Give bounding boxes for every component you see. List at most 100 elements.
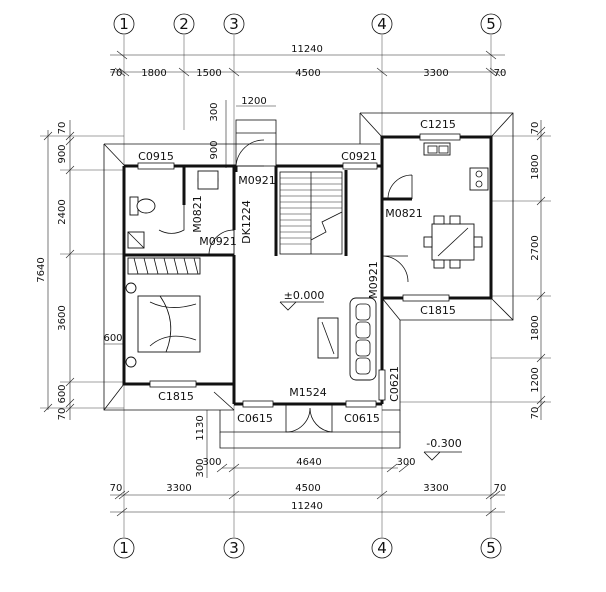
- dim-bottom-seg-3: 4500: [295, 483, 320, 494]
- level-markers: [279, 301, 462, 461]
- window-c0621: [378, 369, 386, 401]
- stove-icon: [469, 167, 489, 191]
- top-dimensions: 11240 70 1800 1500 4500 3300 70 1200 300…: [110, 44, 507, 168]
- axis-label-1: 1: [119, 15, 129, 33]
- axis-bubbles-top: 1 2 3 4 5: [113, 13, 502, 35]
- label-m0921-top: M0921: [238, 174, 276, 187]
- dim-right-seg-5: 1200: [530, 367, 541, 392]
- axis-bubble-bottom-5: [480, 537, 502, 559]
- axis-bubble-1: [113, 13, 135, 35]
- door-m0921-bed: [208, 229, 235, 256]
- dim-bottom-seg-1: 70: [110, 483, 123, 494]
- window-c0615-left: [242, 400, 274, 408]
- stair-protrusion: [235, 119, 277, 167]
- dim-steps-inner: 4640: [296, 457, 321, 468]
- dim-bottom-seg-5: 70: [494, 483, 507, 494]
- level-marker-main: [279, 301, 297, 311]
- front-step: [219, 432, 401, 449]
- living-furniture: [317, 297, 377, 381]
- dim-right-seg-1: 70: [530, 122, 541, 135]
- dim-left-seg-1: 70: [57, 122, 68, 135]
- label-m0821-bath: M0821: [191, 195, 204, 233]
- bottom-dim-ticks: [114, 490, 501, 517]
- sofa-icon: [349, 297, 377, 381]
- top-dim-ticks: [114, 50, 501, 77]
- eave-outlines: [103, 112, 514, 449]
- dim-bottom-seg-2: 3300: [166, 483, 191, 494]
- axis-bubble-bottom-4: [371, 537, 393, 559]
- dim-right-seg-2: 1800: [530, 154, 541, 179]
- axis-bubble-4: [371, 13, 393, 35]
- label-c1215: C1215: [420, 118, 456, 131]
- door-m1524: [285, 404, 333, 433]
- dim-steps-left: 300: [202, 457, 221, 468]
- axis-label-bottom-3: 3: [229, 539, 239, 557]
- left-dim-ticks: [43, 131, 75, 413]
- dim-top-seg-3: 1500: [196, 68, 221, 79]
- dim-left-total: 7640: [36, 257, 47, 282]
- dim-top-seg-2: 1800: [141, 68, 166, 79]
- axis-label-3: 3: [229, 15, 239, 33]
- label-c0621: C0621: [388, 366, 401, 402]
- dim-steps-right: 300: [396, 457, 415, 468]
- axis-bubble-5: [480, 13, 502, 35]
- doors: [158, 139, 413, 433]
- axis-label-bottom-1: 1: [119, 539, 129, 557]
- label-m0921-living: M0921: [367, 261, 380, 299]
- wardrobe-icon: [127, 257, 201, 275]
- plan-labels: C0915 C0921 C1215 M0921 M0821 M0921 DK12…: [138, 118, 462, 450]
- label-c1815-right: C1815: [420, 304, 456, 317]
- axis-bubble-bottom-3: [223, 537, 245, 559]
- door-m0921-top: [235, 139, 265, 167]
- axis-bubble-bottom-1: [113, 537, 135, 559]
- dim-protrude-depth: 300: [209, 102, 220, 121]
- dim-left-seg-3: 2400: [57, 199, 68, 224]
- label-c0615-right: C0615: [344, 412, 380, 425]
- dim-left-seg-5: 600: [57, 384, 68, 403]
- label-c0915: C0915: [138, 150, 174, 163]
- dim-sill-600: 600: [103, 333, 122, 344]
- dim-top-seg-1: 70: [110, 68, 123, 79]
- kitchen-dining-furniture: [423, 142, 489, 269]
- axis-label-2: 2: [179, 15, 189, 33]
- dim-top-seg-6: 70: [494, 68, 507, 79]
- dim-right-seg-4: 1800: [530, 315, 541, 340]
- axis-bubble-2: [173, 13, 195, 35]
- axis-bubble-3: [223, 13, 245, 35]
- label-level-main: ±0.000: [284, 289, 325, 302]
- window-c0915: [137, 162, 175, 170]
- dim-right-seg-6: 70: [530, 407, 541, 420]
- label-m0921-bed: M0921: [199, 235, 237, 248]
- dim-step-depth: 300: [195, 458, 206, 477]
- level-marker-out: [423, 451, 441, 461]
- dim-porch-depth: 1130: [195, 415, 206, 440]
- toilet-icon: [136, 198, 156, 214]
- label-c1815-left: C1815: [158, 390, 194, 403]
- door-m0821-bath: [158, 205, 185, 234]
- door-m0921-living: [381, 255, 409, 283]
- dim-bottom-seg-4: 3300: [423, 483, 448, 494]
- steps-dim-ticks: [216, 463, 410, 473]
- dim-top-seg-5: 3300: [423, 68, 448, 79]
- eave-right: [360, 112, 514, 411]
- label-m1524: M1524: [289, 386, 327, 399]
- nightstand-lamp-icon: [125, 282, 137, 294]
- label-level-out: -0.300: [426, 437, 461, 450]
- axis-label-bottom-4: 4: [377, 539, 387, 557]
- axis-bubbles-bottom: 1 3 4 5: [113, 537, 502, 559]
- label-m0821-kitchen: M0821: [385, 207, 423, 220]
- bedroom-furniture: [125, 257, 201, 368]
- dim-left-seg-4: 3600: [57, 305, 68, 330]
- axis-label-bottom-5: 5: [486, 539, 496, 557]
- dim-bottom-total: 11240: [291, 501, 323, 512]
- nightstand-lamp-icon-2: [125, 356, 137, 368]
- dim-left-seg-6: 70: [57, 408, 68, 421]
- label-c0615-left: C0615: [237, 412, 273, 425]
- dim-top-total: 11240: [291, 44, 323, 55]
- window-c1815-left: [149, 380, 197, 388]
- left-dimensions: 7640 70 900 2400 3600 600 70 600: [36, 120, 124, 420]
- label-c0921: C0921: [341, 150, 377, 163]
- window-c0921: [342, 162, 378, 170]
- staircase: [279, 171, 343, 255]
- bottom-dimensions: 300 4640 300 1130 300 70 3300 4500 3300 …: [110, 410, 507, 517]
